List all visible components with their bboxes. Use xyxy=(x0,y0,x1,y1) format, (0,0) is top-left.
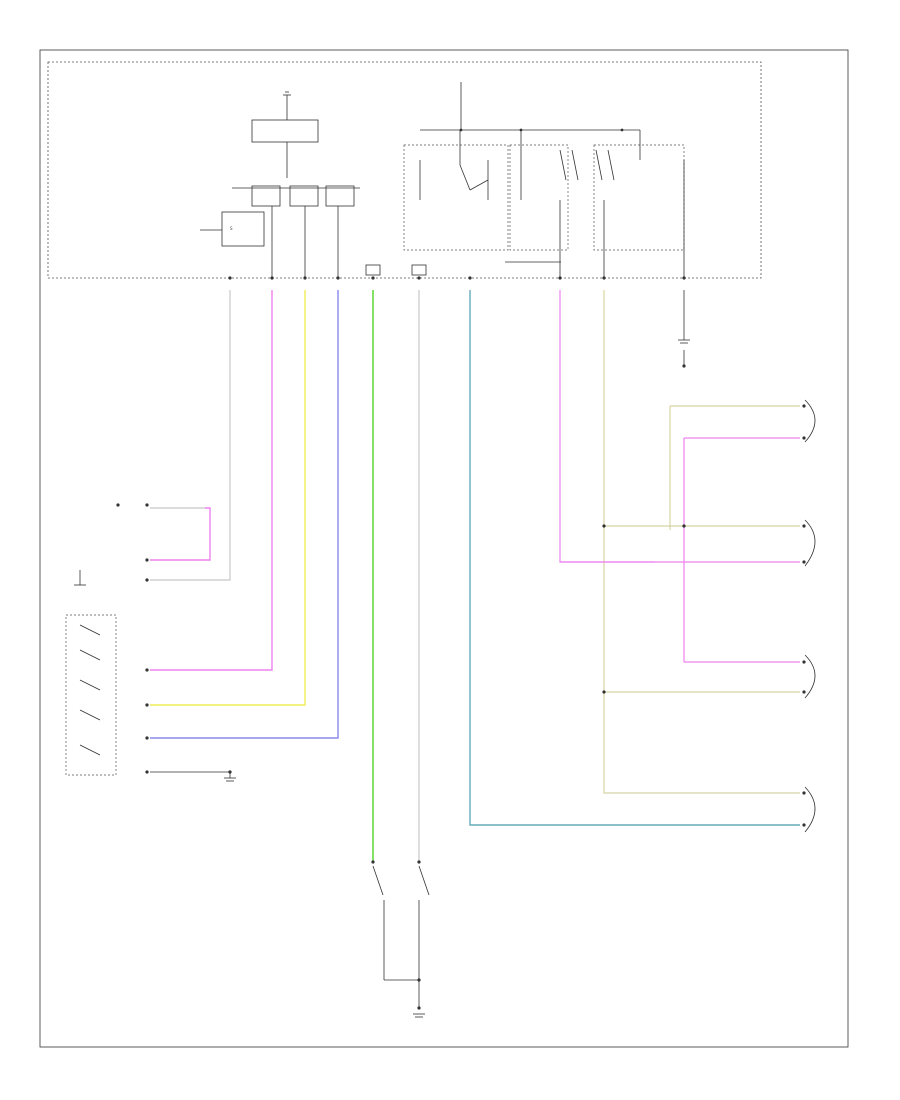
wire-pink-left xyxy=(150,290,273,671)
internal-block-top xyxy=(251,119,319,143)
wire-white-left xyxy=(150,290,231,581)
door-lock-switch-top xyxy=(74,503,211,586)
ground-right xyxy=(678,290,690,368)
internal-block-a xyxy=(221,211,265,247)
relay-box-mid xyxy=(509,144,569,251)
wire-pink-right xyxy=(559,290,800,663)
ground-left xyxy=(224,772,236,782)
wire-blue xyxy=(150,290,339,739)
diagram-frame xyxy=(39,49,849,1048)
svg-text:S: S xyxy=(230,226,233,231)
internal-block-d xyxy=(325,185,355,207)
bottom-switch-pair xyxy=(371,860,430,1018)
control-module-box xyxy=(47,61,762,279)
relay-box-left xyxy=(403,144,509,251)
internal-block-c xyxy=(289,185,319,207)
wire-tan xyxy=(602,290,800,794)
actuator-left-rear xyxy=(802,654,816,699)
internal-block-b xyxy=(251,185,281,207)
actuator-right-rear xyxy=(802,519,816,567)
module-connector-pins xyxy=(228,264,686,280)
wire-yellow xyxy=(150,290,306,706)
module-internals: S xyxy=(200,82,685,278)
actuator-right-front xyxy=(802,399,816,443)
relay-box-right xyxy=(593,144,685,251)
wire-teal xyxy=(469,290,800,826)
actuator-left-front xyxy=(802,786,816,833)
master-switch-stack xyxy=(65,614,232,776)
